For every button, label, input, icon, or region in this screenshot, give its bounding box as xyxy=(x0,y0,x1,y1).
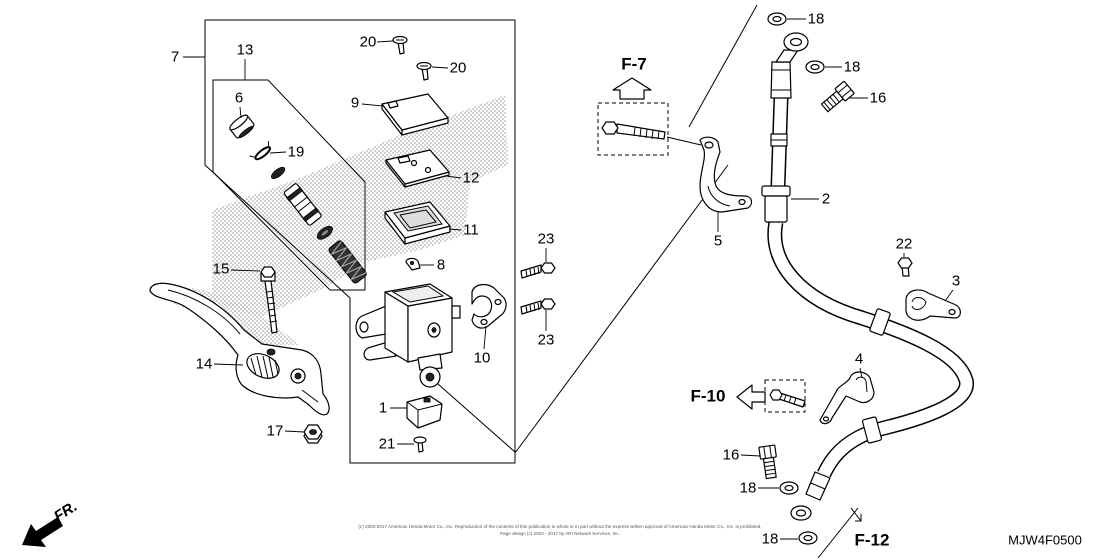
callout-12: 12 xyxy=(463,170,480,187)
piston xyxy=(283,183,322,226)
callouts: 7 13 6 19 20 20 9 12 11 8 15 14 17 10 1 … xyxy=(171,11,960,548)
callout-23: 23 xyxy=(538,231,555,248)
copyright-line-2: Page design (c) 2004 - 2017 by ARI Netwo… xyxy=(500,531,620,536)
callout-4: 4 xyxy=(855,351,863,368)
callout-10: 10 xyxy=(474,350,491,367)
callout-16: 16 xyxy=(723,447,740,464)
callout-18: 18 xyxy=(808,11,825,28)
master-cylinder-assembly-frame xyxy=(204,19,516,464)
callout-16: 16 xyxy=(870,90,887,107)
hose-clamp-3 xyxy=(905,289,961,321)
brake-lever xyxy=(149,282,330,416)
leader-lines xyxy=(183,18,954,540)
reference-line xyxy=(688,4,758,128)
callout-22: 22 xyxy=(896,236,913,253)
reference-line xyxy=(666,136,702,146)
reference-box-f7 xyxy=(597,102,669,156)
callout-23: 23 xyxy=(538,332,555,349)
banjo-bolt-upper xyxy=(820,80,855,113)
reference-line xyxy=(817,507,859,559)
up-arrow-icon xyxy=(612,77,652,100)
copyright-line-1: (c) 2003-2017 American Honda Motor Co., … xyxy=(358,524,761,529)
callout-6: 6 xyxy=(235,90,243,107)
callout-18: 18 xyxy=(740,480,757,497)
piston-set xyxy=(229,114,367,284)
reference-label-f10: F-10 xyxy=(691,387,726,406)
copyright-notice: (c) 2003-2017 American Honda Motor Co., … xyxy=(358,524,761,536)
callout-3: 3 xyxy=(952,273,960,290)
callout-18: 18 xyxy=(844,59,861,76)
f7-bolt xyxy=(601,121,666,140)
banjo-bolt-lower xyxy=(758,444,777,480)
callout-13: 13 xyxy=(237,42,254,59)
callout-1: 1 xyxy=(379,400,387,417)
sealing-washer xyxy=(798,531,818,545)
hose-clamp-4 xyxy=(819,371,875,425)
callout-21: 21 xyxy=(379,436,396,453)
reference-label-f7: F-7 xyxy=(621,55,647,74)
callout-20: 20 xyxy=(360,34,377,51)
callout-14: 14 xyxy=(196,356,213,373)
sealing-washer xyxy=(779,481,799,495)
f10-bolt xyxy=(769,389,806,408)
bracket-bolt-22 xyxy=(897,257,913,277)
reservoir-cover xyxy=(381,93,449,136)
callout-8: 8 xyxy=(437,257,445,274)
reference-line xyxy=(437,383,516,453)
callout-11: 11 xyxy=(463,222,479,239)
callout-2: 2 xyxy=(822,191,830,208)
screw-20-upper xyxy=(392,35,408,55)
callout-20: 20 xyxy=(450,60,467,77)
callout-18: 18 xyxy=(762,531,779,548)
diaphragm-plate xyxy=(385,149,450,188)
screw-20-lower xyxy=(416,61,432,81)
sealing-washer xyxy=(805,60,825,74)
stop-switch xyxy=(406,395,443,429)
sealing-washer xyxy=(767,12,787,26)
front-arrow-icon xyxy=(22,517,63,547)
clip-8 xyxy=(405,257,421,271)
left-arrow-icon xyxy=(736,384,766,410)
callout-15: 15 xyxy=(213,261,230,278)
cup-seal xyxy=(316,225,333,240)
reference-label-f12: F-12 xyxy=(855,531,890,550)
callout-17: 17 xyxy=(267,423,284,440)
handlebar-holder xyxy=(471,283,507,329)
diaphragm xyxy=(384,201,451,245)
washer xyxy=(271,166,286,179)
callout-9: 9 xyxy=(351,95,359,112)
hose-bracket-5 xyxy=(699,136,753,213)
callout-19: 19 xyxy=(288,144,305,161)
lever-nut xyxy=(303,424,323,444)
pivot-bolt xyxy=(260,266,278,334)
piston-set-frame xyxy=(212,79,366,291)
switch-screw xyxy=(413,436,427,453)
reference-line xyxy=(514,164,729,454)
diagram-code: MJW4F0500 xyxy=(1008,533,1082,548)
cap-6 xyxy=(229,114,255,139)
lever-pivot xyxy=(290,368,306,384)
master-cylinder-body xyxy=(355,283,461,388)
holder-bolt-upper xyxy=(520,262,556,279)
down-right-arrow-icon xyxy=(850,507,862,522)
spring xyxy=(328,240,367,284)
lever-adjuster xyxy=(246,348,280,379)
callout-5: 5 xyxy=(714,233,722,250)
circlip-19 xyxy=(249,141,272,161)
holder-bolt-lower xyxy=(520,298,556,315)
brake-hose xyxy=(761,32,974,521)
callout-7: 7 xyxy=(171,49,179,66)
